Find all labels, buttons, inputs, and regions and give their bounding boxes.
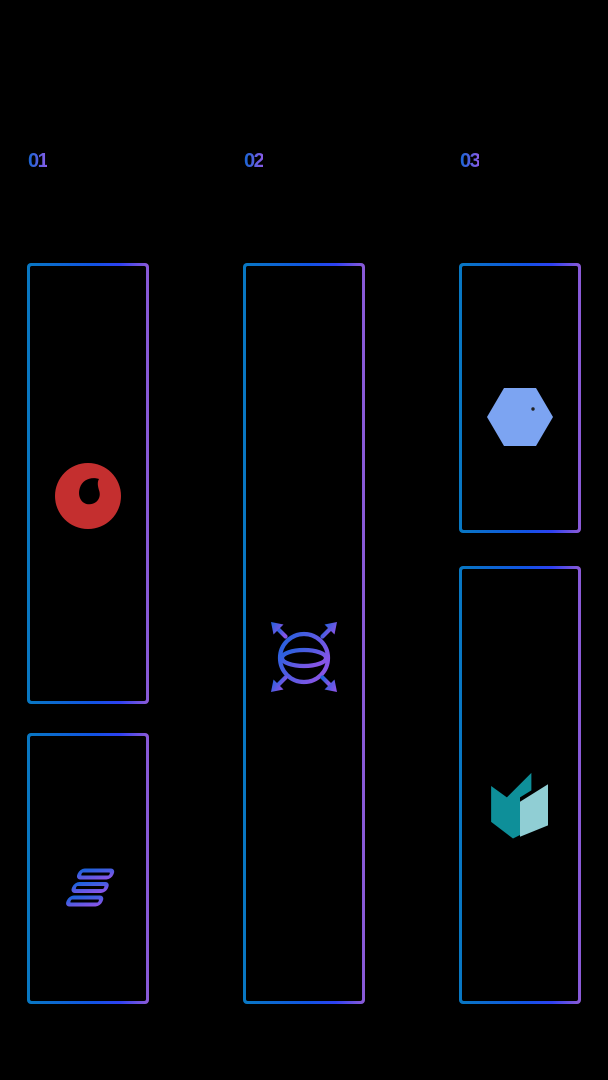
- step-label-03: 03: [460, 150, 481, 172]
- hexagon-icon: [487, 388, 553, 446]
- card-03-secondary: [459, 566, 581, 1004]
- step-label-02: 02: [244, 150, 265, 172]
- card-02-primary: [243, 263, 365, 1004]
- globe-expand-icon: [271, 621, 337, 692]
- card-01-primary-body: [30, 266, 146, 701]
- open-box-icon: [491, 772, 548, 838]
- vodafone-speechmark-icon: [55, 462, 121, 529]
- card-03-primary: [459, 263, 581, 533]
- card-02-primary-body: [246, 266, 362, 1001]
- card-01-primary: [27, 263, 149, 704]
- step-label-01: 01: [28, 150, 49, 172]
- card-03-primary-body: [462, 266, 578, 530]
- stacked-layers-icon: [66, 868, 115, 906]
- card-01-secondary-body: [30, 736, 146, 1001]
- card-01-secondary: [27, 733, 149, 1004]
- card-03-secondary-body: [462, 569, 578, 1001]
